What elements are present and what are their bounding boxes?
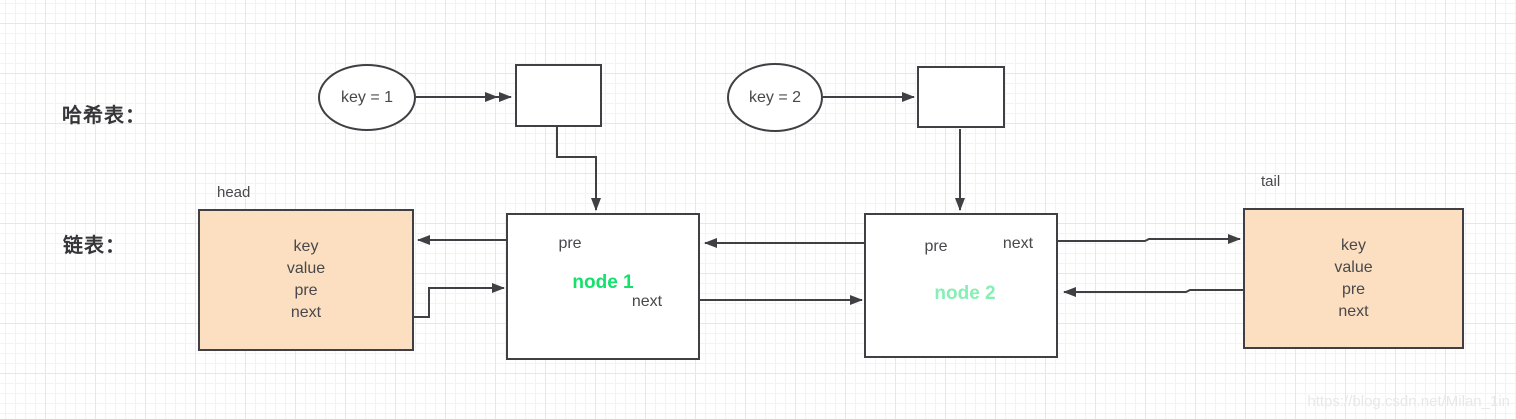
hash-key2-text: key = 2 — [748, 88, 802, 106]
node2-next-label: next — [1002, 235, 1034, 252]
node1-box: pre node 1 next — [506, 213, 700, 360]
hash-bucket1-box — [515, 64, 602, 127]
hash-table-label: 哈希表： — [62, 105, 146, 127]
tail-label: tail — [1261, 173, 1281, 190]
node1-title: node 1 — [572, 272, 634, 293]
head-label: head — [217, 184, 251, 201]
node2-box: pre next node 2 — [864, 213, 1058, 358]
node1-pre-label: pre — [558, 235, 582, 252]
node1-next-label: next — [631, 293, 663, 310]
hash-key2-ellipse: key = 2 — [727, 63, 823, 132]
hash-bucket2-box — [917, 66, 1005, 128]
head-field-value: value — [286, 260, 326, 277]
tail-field-key: key — [1341, 236, 1366, 254]
hash-key1-ellipse: key = 1 — [318, 64, 416, 131]
hash-key1-text: key = 1 — [340, 88, 394, 106]
watermark-text: https://blog.csdn.net/Milan_1in — [1307, 393, 1510, 410]
tail-field-value: value — [1334, 258, 1373, 276]
head-field-next: next — [290, 304, 322, 321]
tail-field-next: next — [1338, 302, 1369, 320]
node2-title: node 2 — [934, 283, 996, 304]
arrow-bucket1-to-node1 — [556, 115, 601, 211]
head-node-box: key value pre next — [198, 209, 414, 351]
head-field-pre: pre — [294, 282, 318, 299]
tail-field-pre: pre — [1341, 280, 1366, 298]
tail-node-box: key value pre next — [1243, 208, 1464, 349]
linked-list-label: 链表： — [63, 235, 126, 257]
arrow-node2-next-to-tail — [1046, 234, 1241, 244]
node2-pre-label: pre — [924, 238, 948, 255]
head-field-key: key — [293, 238, 319, 255]
